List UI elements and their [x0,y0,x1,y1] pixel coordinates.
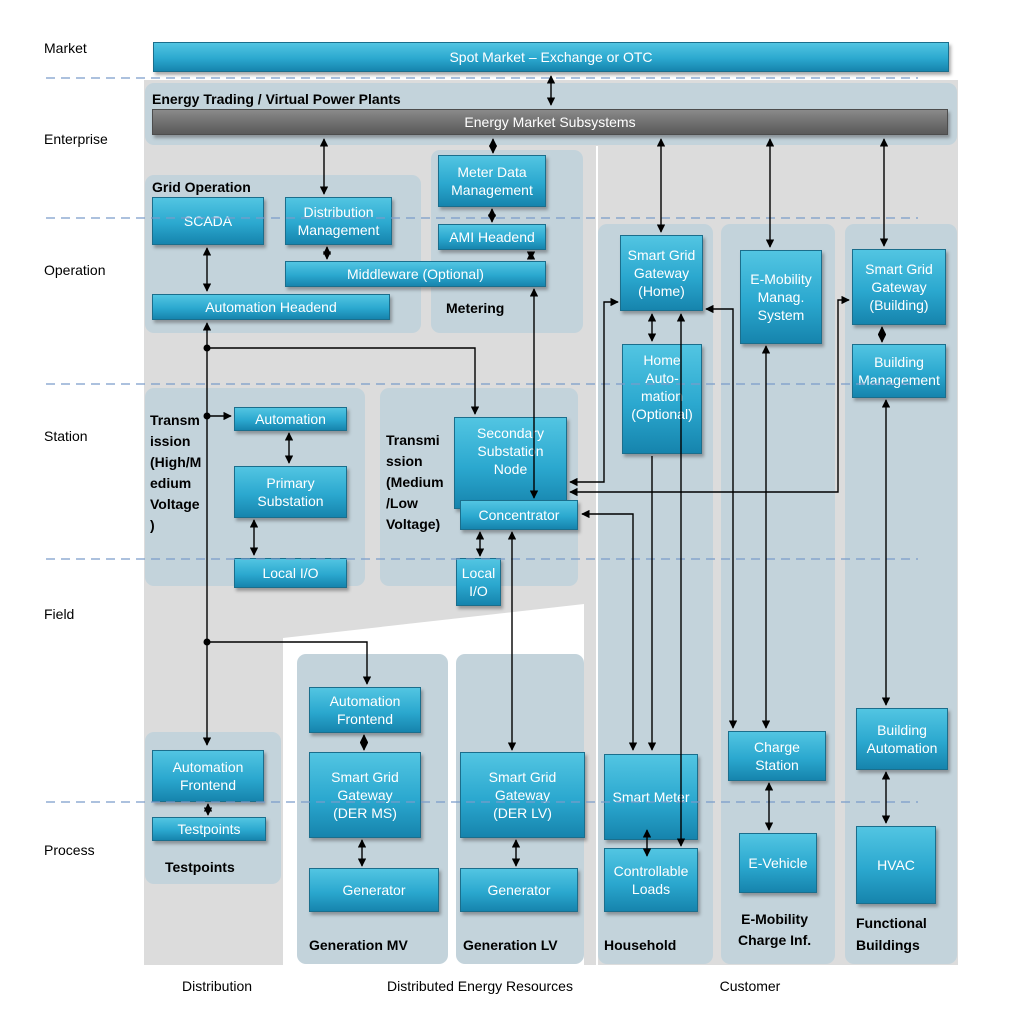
automation-headend-box: Automation Headend [152,294,390,320]
building-automation-box: Building Automation [856,708,948,770]
bottom-label-distribution: Distribution [181,978,253,994]
zone-label-process: Process [44,842,95,858]
local-io-low-box: Local I/O [456,558,501,606]
charge-station-box: Charge Station [728,731,826,781]
metering-caption: Metering [446,300,505,316]
bottom-label-der: Distributed Energy Resources [387,978,573,994]
middleware-box: Middleware (Optional) [285,261,546,287]
e-vehicle-box: E-Vehicle [739,833,817,893]
testpoints-caption: Testpoints [165,859,235,875]
automation-box: Automation [234,407,347,431]
transmission-low-caption: Transmi ssion (Medium /Low Voltage) [386,432,444,532]
secondary-substation-node-box: Secondary Substation Node [454,417,567,509]
junction-dot [203,638,211,646]
grid-operation-caption: Grid Operation [152,179,251,195]
generation-mv-caption: Generation MV [309,937,408,953]
arrow-secondary-home-gw [569,297,619,487]
concentrator-box: Concentrator [460,500,578,530]
scada-box: SCADA [152,197,264,245]
automation-frontend-dist-box: Automation Frontend [152,750,264,802]
energy-trading-caption: Energy Trading / Virtual Power Plants [152,91,401,107]
hvac-box: HVAC [856,826,936,904]
junction-dot [203,344,211,352]
smart-grid-gateway-der-ms-box: Smart Grid Gateway (DER MS) [309,752,421,838]
zone-label-field: Field [44,606,75,622]
arrow-trunk-frontend-mv [207,641,372,685]
arrow-trunk-secondary [207,347,480,415]
zone-label-operation: Operation [44,262,106,278]
junction-dots [203,344,211,646]
arrow-concentrator-smart-meter [581,509,638,751]
emobility-caption: E-Mobility Charge Inf. [738,911,812,948]
primary-substation-box: Primary Substation [234,466,347,518]
zone-label-market: Market [44,40,87,56]
ami-headend-box: AMI Headend [438,224,546,250]
transmission-high-caption: Transm ission (High/M edium Voltage ) [150,412,202,533]
zone-divider-lines [46,77,918,803]
generator-mv-box: Generator [309,868,439,912]
connectors [202,75,891,867]
automation-frontend-mv-box: Automation Frontend [309,687,421,733]
meter-data-management-box: Meter Data Management [438,155,546,207]
arrow-secondary-building-gw [569,295,850,497]
arrow-homegw-charge [705,304,738,729]
spot-market-box: Spot Market – Exchange or OTC [153,42,949,72]
functional-buildings-caption: Functional Buildings [856,915,927,953]
junction-dot [203,412,211,420]
controllable-loads-box: Controllable Loads [604,848,698,912]
testpoints-box: Testpoints [152,817,266,841]
generator-lv-box: Generator [460,868,578,912]
smart-grid-gateway-building-box: Smart Grid Gateway (Building) [852,249,946,325]
generation-lv-caption: Generation LV [463,937,558,953]
energy-market-subsystems-box: Energy Market Subsystems [152,109,948,135]
zone-label-enterprise: Enterprise [44,131,108,147]
bottom-label-customer: Customer [719,978,781,994]
zone-label-station: Station [44,428,88,444]
distribution-management-box: Distribution Management [285,197,392,245]
smart-grid-gateway-der-lv-box: Smart Grid Gateway (DER LV) [460,752,585,838]
household-caption: Household [604,937,677,953]
